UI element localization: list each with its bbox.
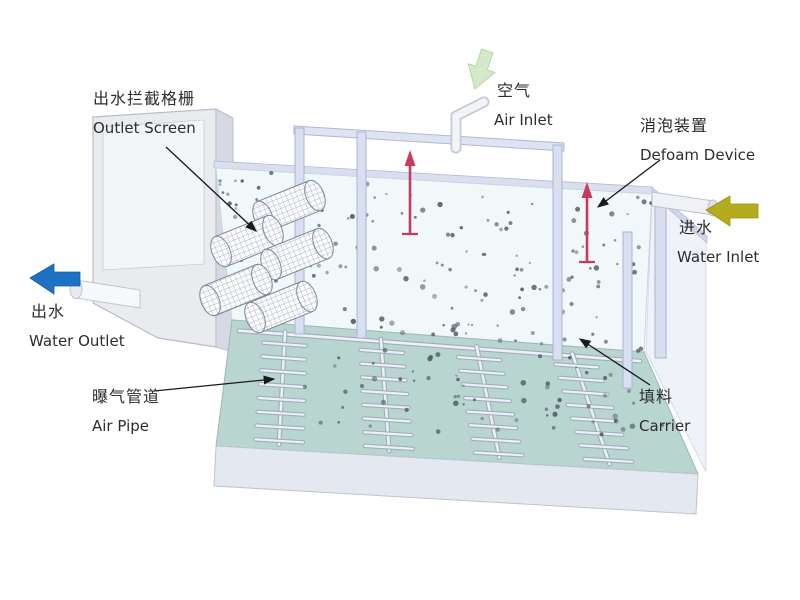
label-carrier-en: Carrier xyxy=(639,417,691,435)
label-outlet-screen-en: Outlet Screen xyxy=(93,119,196,137)
frame-post-left xyxy=(294,127,305,335)
leader-carrier xyxy=(578,338,651,386)
defoam-devices xyxy=(402,150,595,264)
air-inlet-pipe xyxy=(450,96,490,154)
leader-outlet-screen xyxy=(165,146,257,232)
labels: 出水拦截格栅 Outlet Screen 空气 Air Inlet 消泡装置 D… xyxy=(29,81,759,435)
tank-front-base xyxy=(213,445,699,515)
frame-top-rail xyxy=(293,125,565,152)
defoam-device-right xyxy=(579,182,595,264)
label-water-outlet-zh: 出水 xyxy=(31,302,65,321)
outlet-chamber-inner-panel xyxy=(102,119,205,271)
label-water-outlet-en: Water Outlet xyxy=(29,332,125,350)
defoam-device-left xyxy=(402,150,418,236)
aeration-pipe-grid xyxy=(236,328,643,467)
leader-air-pipe xyxy=(153,375,276,392)
carrier-dots xyxy=(218,170,665,437)
frame-post-mid-left xyxy=(356,131,367,339)
label-defoam-device-zh: 消泡装置 xyxy=(640,116,708,135)
water-outlet-arrow xyxy=(29,263,81,295)
label-water-inlet-zh: 进水 xyxy=(679,218,713,237)
label-water-inlet-en: Water Inlet xyxy=(677,248,759,266)
label-outlet-screen-zh: 出水拦截格栅 xyxy=(93,89,195,108)
outlet-screen-drum xyxy=(210,214,284,268)
pipes-and-arrows xyxy=(29,48,759,309)
label-air-pipe-zh: 曝气管道 xyxy=(92,387,160,406)
outlet-screen-drum xyxy=(244,280,318,334)
label-air-inlet-zh: 空气 xyxy=(497,81,531,100)
air-inlet-arrow xyxy=(467,48,496,90)
leader-lines xyxy=(153,146,661,392)
inlet-down-pipe xyxy=(654,197,667,359)
leader-defoam-device xyxy=(596,159,661,208)
defoam-stand-pipe xyxy=(622,231,633,389)
label-air-inlet-en: Air Inlet xyxy=(494,111,553,129)
label-air-pipe-en: Air Pipe xyxy=(92,417,149,435)
outlet-screen-drum xyxy=(199,263,273,317)
frame-post-right xyxy=(552,144,563,361)
frame-structure xyxy=(293,96,667,389)
water-inlet-arrow xyxy=(705,195,759,227)
label-defoam-device-en: Defoam Device xyxy=(640,146,755,164)
outlet-screens xyxy=(199,179,334,334)
label-carrier-zh: 填料 xyxy=(639,387,673,406)
